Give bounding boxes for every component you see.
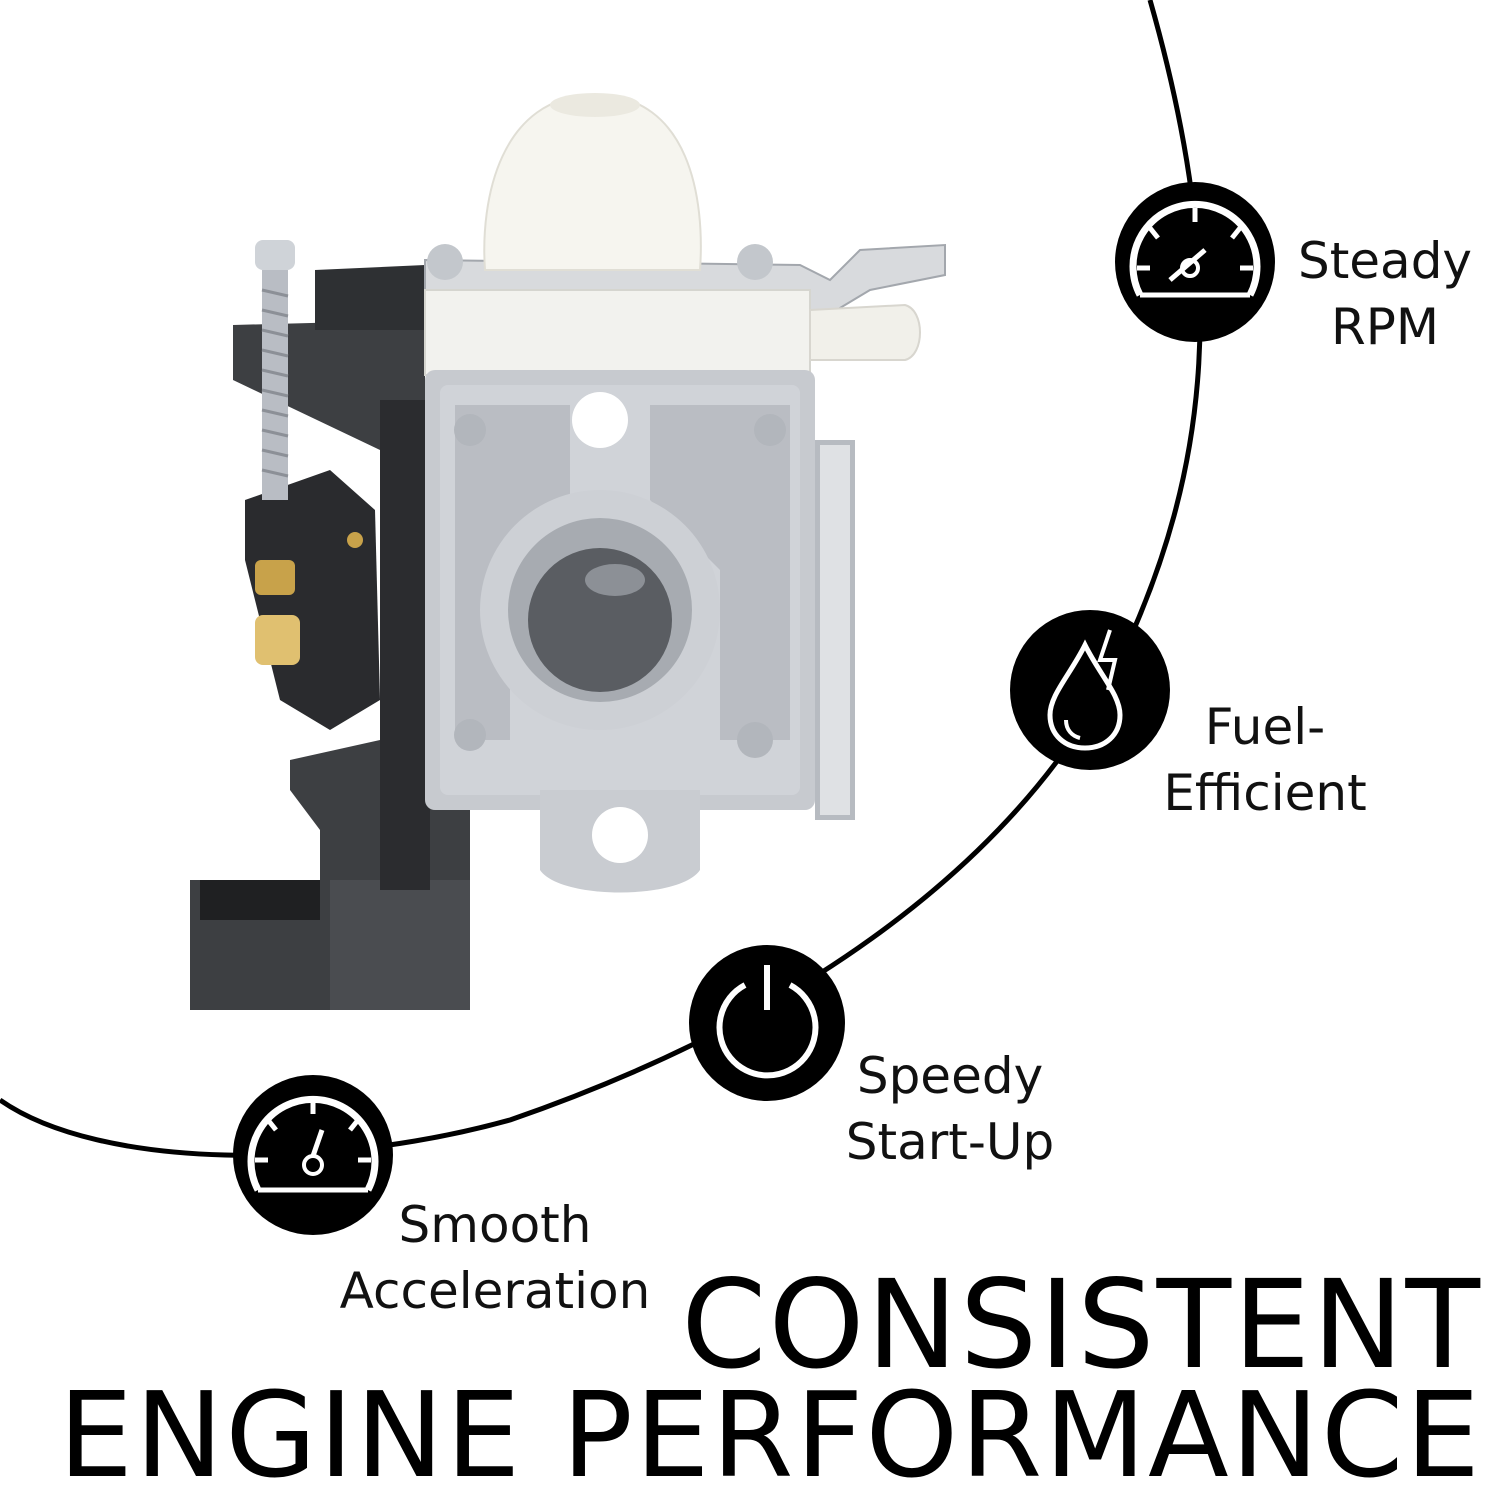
speedy-start-up-line2: Start-Up (845, 1113, 1055, 1171)
headline-line2: ENGINE PERFORMANCE (58, 1366, 1482, 1504)
steady-rpm-line2: RPM (1330, 298, 1440, 356)
speedy-start-up-label: Speedy Start-Up (830, 1043, 1070, 1175)
steady-rpm-line1: Steady (1297, 232, 1473, 290)
carburetor-image (190, 93, 946, 1010)
smooth-acceleration-label: Smooth Acceleration (330, 1192, 660, 1324)
speedy-start-up-badge (689, 945, 845, 1101)
fuel-efficient-label: Fuel- Efficient (1150, 694, 1380, 826)
speedy-start-up-line1: Speedy (856, 1047, 1044, 1105)
headline-line1: CONSISTENT (681, 1254, 1482, 1396)
steady-rpm-badge (1115, 182, 1275, 342)
fuel-efficient-line1: Fuel- (1204, 698, 1326, 756)
steady-rpm-label: Steady RPM (1290, 228, 1480, 360)
fuel-efficient-line2: Efficient (1163, 764, 1367, 822)
smooth-acceleration-line1: Smooth (398, 1196, 592, 1254)
smooth-acceleration-badge (233, 1075, 393, 1235)
smooth-acceleration-line2: Acceleration (339, 1262, 651, 1320)
fuel-efficient-badge (1010, 610, 1170, 770)
